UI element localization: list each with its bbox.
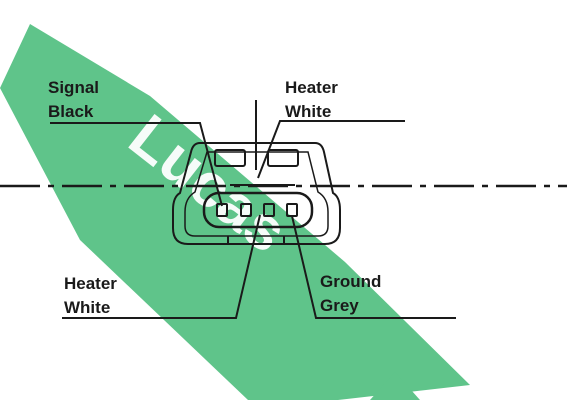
label-ground-grey-line2: Grey [320,296,359,315]
locking-tab-left [214,149,246,167]
label-signal-black: Signal Black [48,76,99,124]
label-heater-white-top-line1: Heater [285,78,338,97]
locking-tab-right [267,149,299,167]
watermark-band-tip [370,372,420,400]
leader-lines [50,120,456,319]
watermark-band [0,24,470,400]
pin-3 [263,203,275,217]
label-heater-white-bottom-line2: White [64,298,111,317]
label-heater-white-top: Heater White [285,76,338,124]
label-signal-black-line1: Signal [48,78,100,97]
leader-heater-white-top [257,120,405,179]
leader-heater-white-bottom [62,214,261,319]
label-heater-white-top-line2: White [285,102,332,121]
label-ground-grey-line1: Ground [320,272,382,291]
connector-outer-shell [172,142,341,245]
label-heater-white-bottom: Heater White [64,272,117,320]
label-heater-white-bottom-line1: Heater [64,274,117,293]
connector-inner-shell [184,151,329,237]
label-ground-grey: Ground Grey [320,270,381,318]
leader-signal-black [50,122,223,207]
leader-ground-grey [291,215,456,319]
pin-2 [240,203,252,217]
label-signal-black-line2: Black [48,102,94,121]
